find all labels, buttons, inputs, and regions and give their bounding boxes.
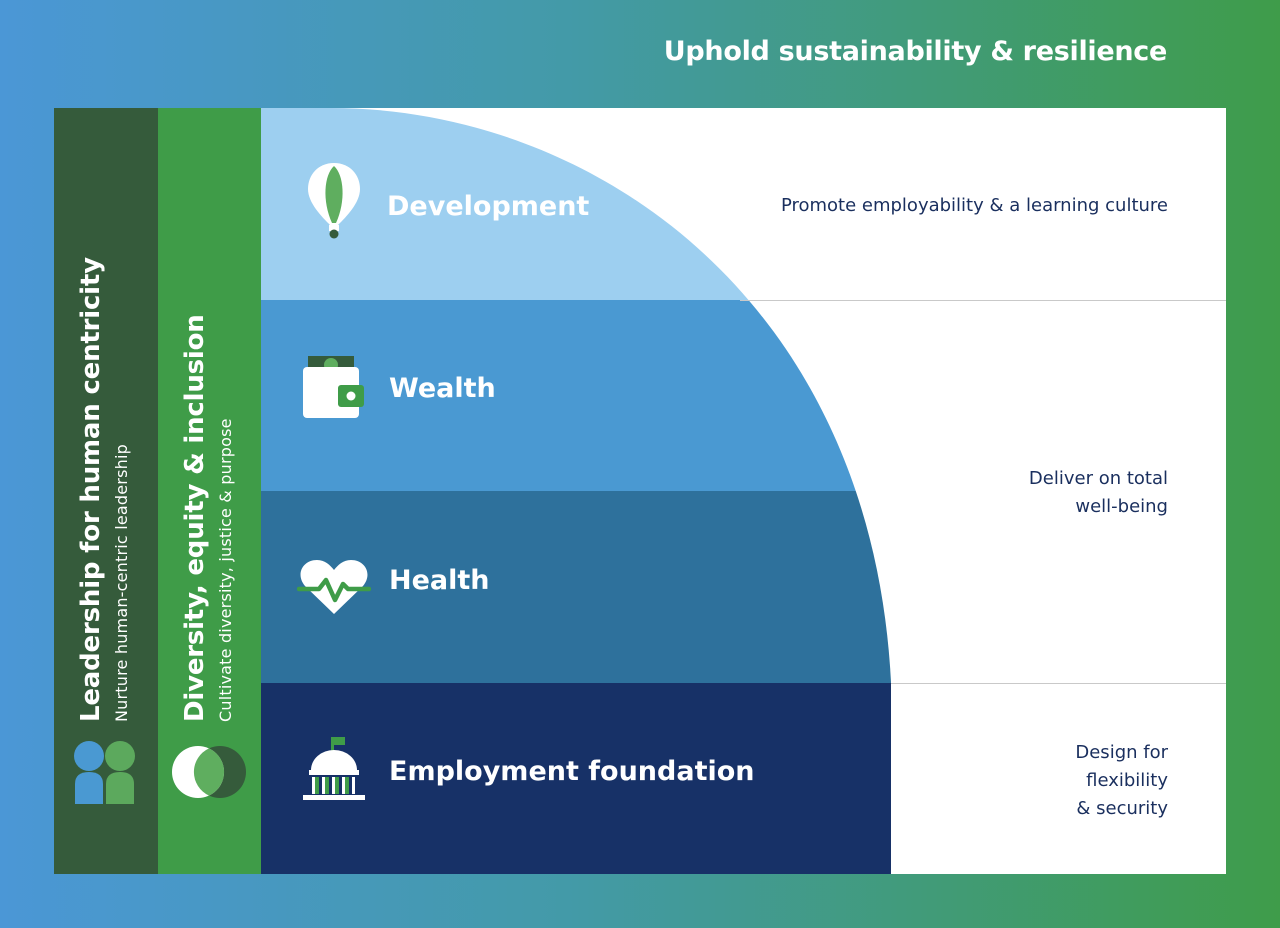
divider-line: [891, 683, 1226, 684]
overlapping-circles-icon: [172, 746, 246, 798]
institution-icon: [303, 737, 365, 800]
wealth-label: Wealth: [389, 373, 496, 404]
employment-foundation-layer: [261, 683, 891, 874]
development-label: Development: [387, 191, 590, 222]
hot-air-balloon-icon: [308, 163, 360, 239]
leadership-column: Leadership for human centricity Nurture …: [54, 108, 158, 874]
framework-panel: Leadership for human centricity Nurture …: [54, 108, 1226, 874]
employment-foundation-label: Employment foundation: [389, 756, 755, 787]
divider-line: [740, 300, 1226, 301]
people-icon: [74, 741, 135, 804]
health-label: Health: [389, 565, 490, 596]
dei-title: Diversity, equity & inclusion: [180, 314, 210, 722]
dei-column: Diversity, equity & inclusion Cultivate …: [158, 108, 261, 874]
development-description: Promote employability & a learning cultu…: [780, 195, 1168, 216]
wallet-icon: [303, 356, 364, 418]
heartbeat-icon: [297, 560, 371, 614]
headline: Uphold sustainability & resilience: [663, 36, 1168, 67]
leadership-title: Leadership for human centricity: [76, 257, 106, 722]
dei-subtitle: Cultivate diversity, justice & purpose: [216, 418, 235, 722]
leadership-subtitle: Nurture human-centric leadership: [112, 444, 131, 722]
wellbeing-description: Deliver on total well-being: [1028, 468, 1168, 517]
flexibility-description: Design for flexibility & security: [1075, 742, 1168, 819]
